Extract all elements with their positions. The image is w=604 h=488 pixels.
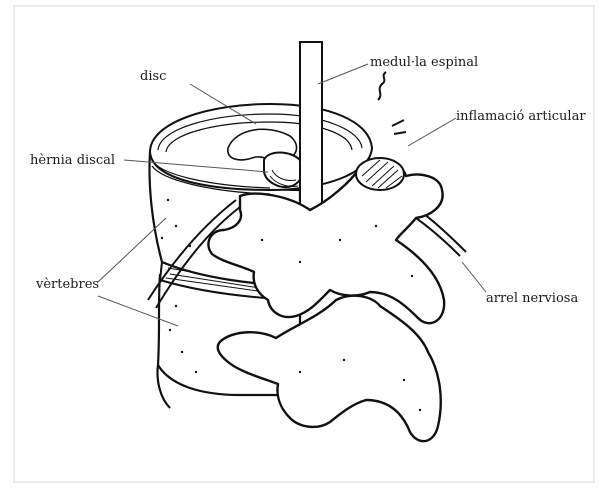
label-spinal-cord: medul·la espinal (370, 55, 478, 70)
top-disc (150, 104, 372, 194)
label-nerve-root: arrel nerviosa (486, 291, 578, 306)
label-vertebrae: vèrtebres (35, 277, 99, 292)
herniated-bulge (264, 153, 303, 188)
label-disc: disc (140, 69, 166, 84)
label-herniated-disc: hèrnia discal (30, 153, 115, 168)
inflammation-marks (378, 72, 406, 134)
label-joint-inflammation: inflamació articular (456, 109, 586, 124)
